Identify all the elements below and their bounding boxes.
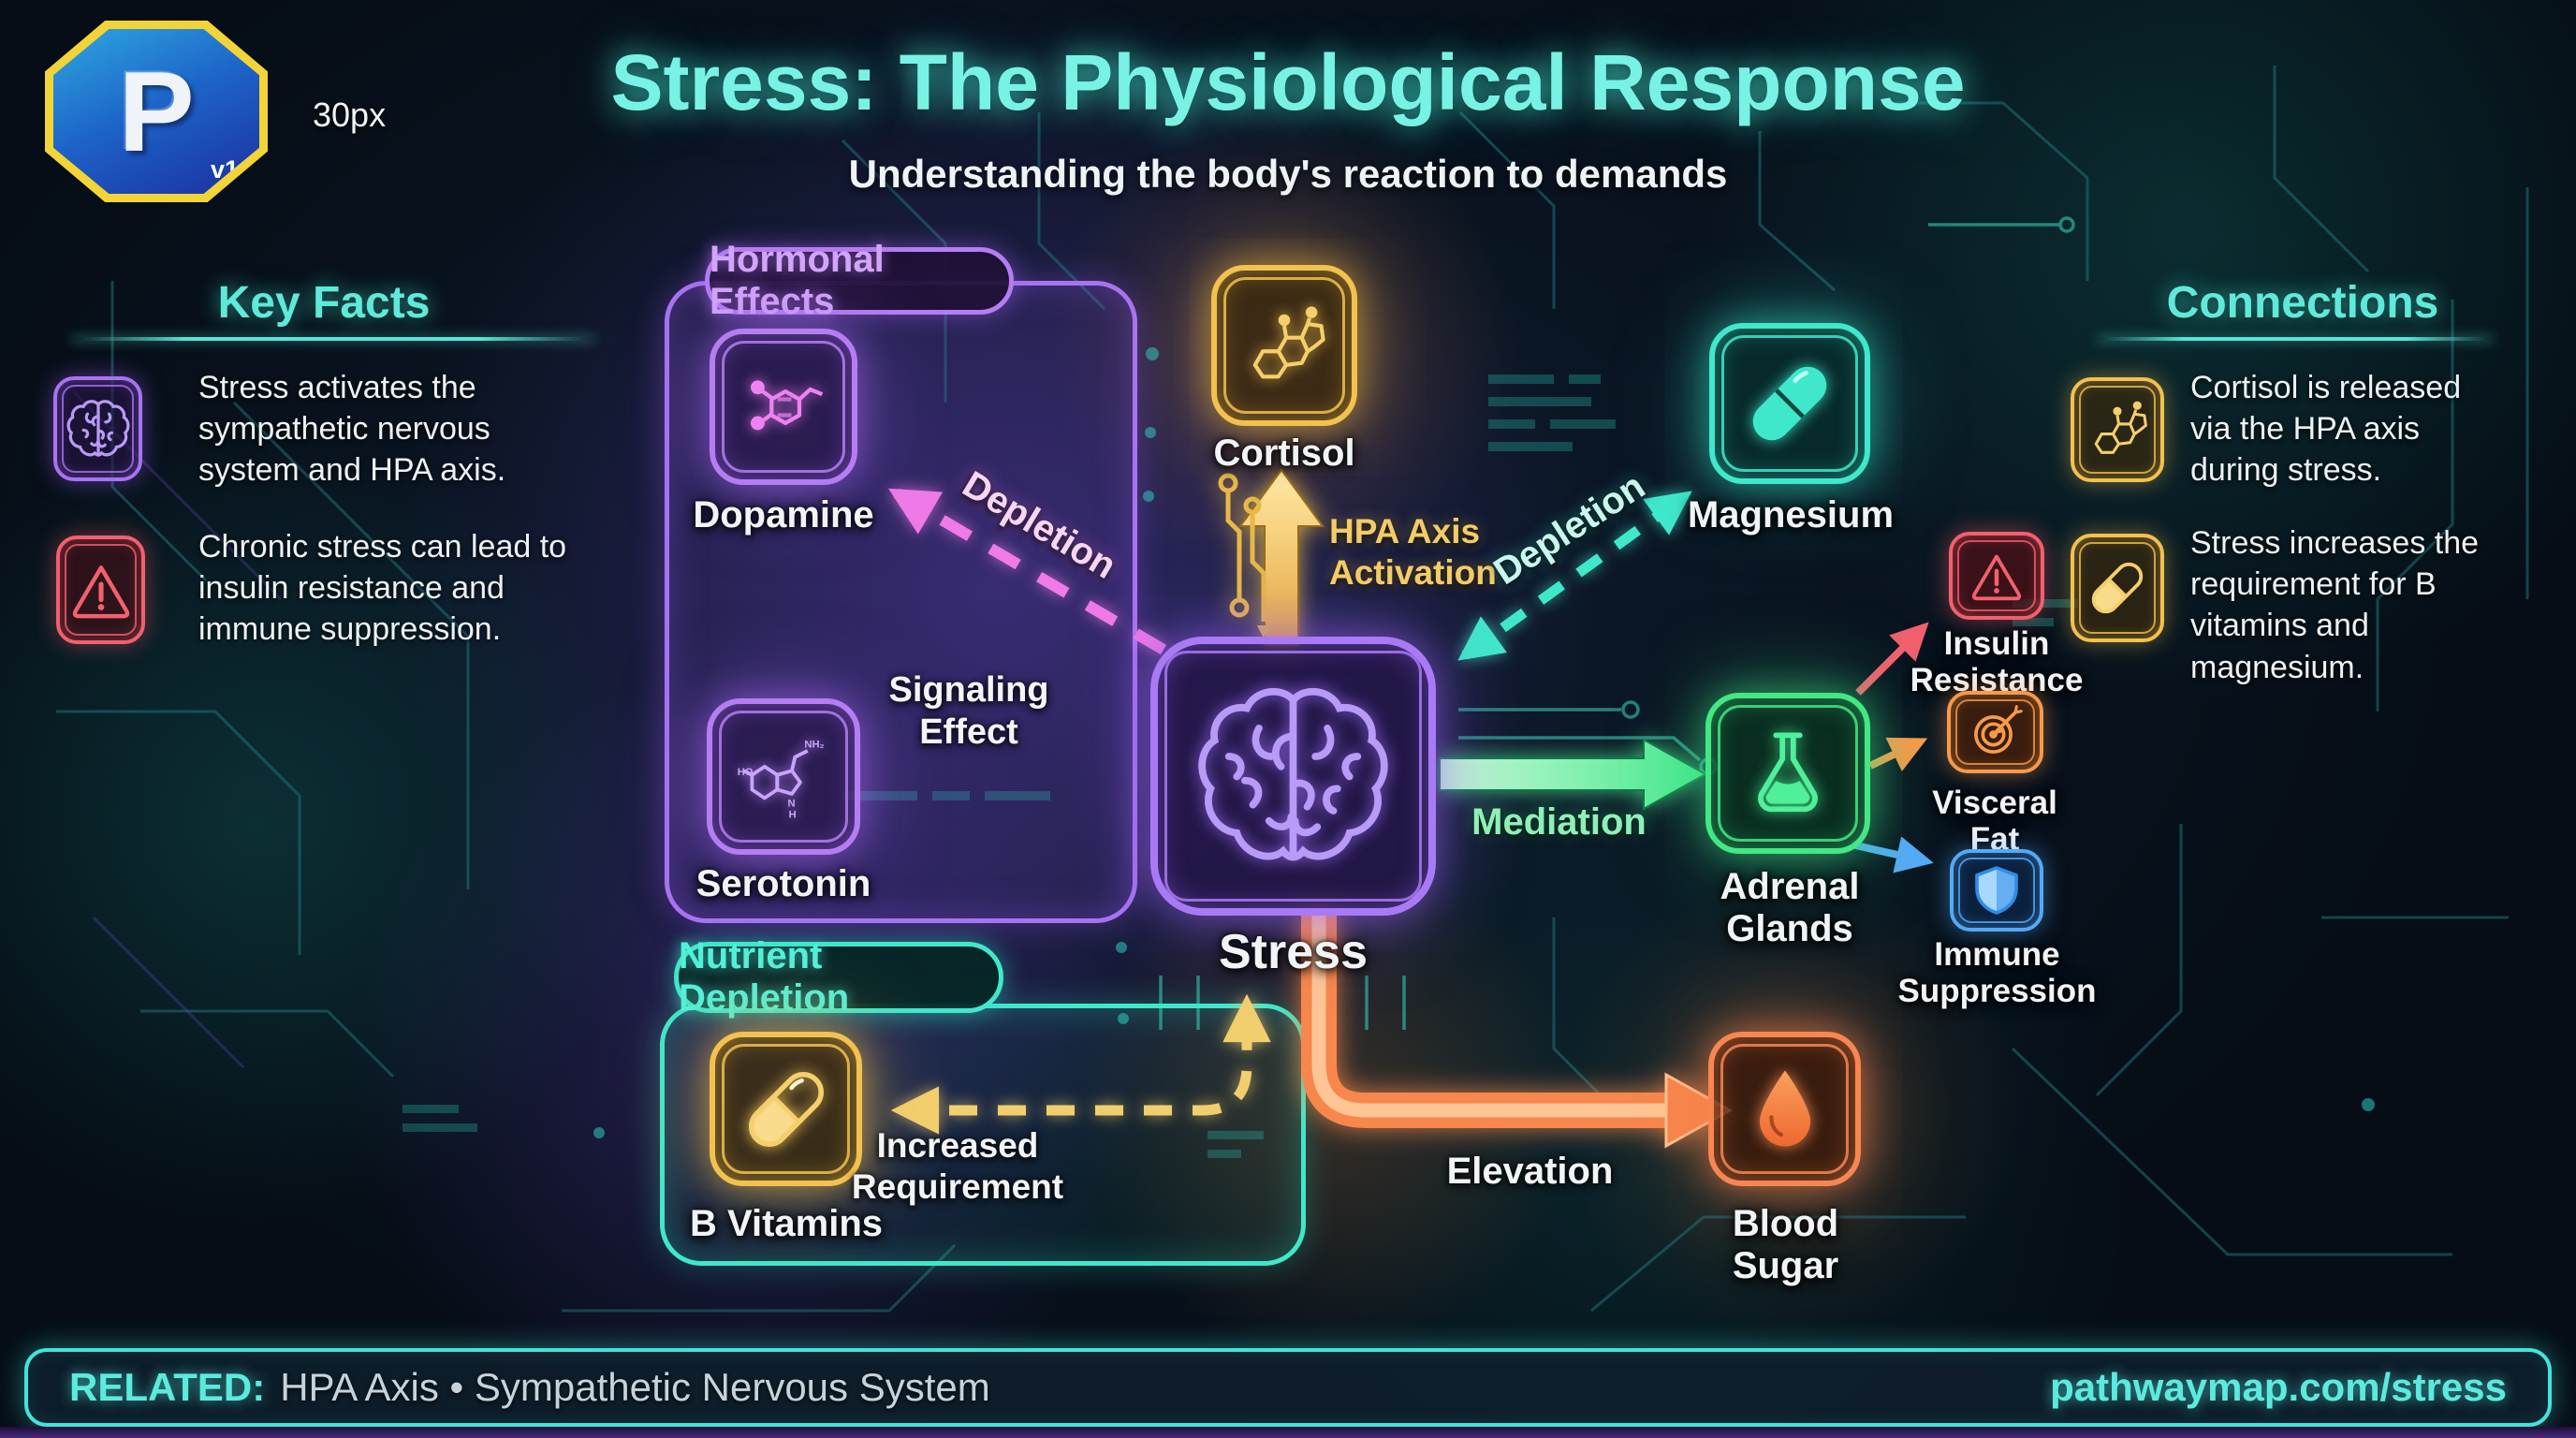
hormonal-effects-label: Hormonal Effects [705,239,1014,322]
warning-icon [1971,554,2022,601]
brand-logo: P v1 [45,21,268,202]
node-adrenal [1705,693,1870,854]
mol-label-n: N [787,798,795,809]
mol-label-ho: HO [738,766,754,777]
gold-circuit-decoration [1218,473,1270,638]
edge-label-signaling: Signaling Effect [888,670,1049,752]
node-blood-sugar [1708,1032,1861,1186]
capsule-icon [1752,366,1827,441]
logo-badge: P v1 [53,29,259,194]
node-insulin-label: Insulin Resistance [1910,625,2084,699]
molecule-icon [1252,306,1325,379]
node-serotonin-label: Serotonin [695,863,871,904]
node-visceral-label: Visceral Fat [1932,785,2057,858]
warning-icon [56,536,145,644]
key-fact-text: Chronic stress can lead to insulin resis… [198,529,567,648]
molecule-icon [2071,377,2164,482]
connections-heading: Connections [2166,278,2439,328]
edge-adrenal-visceral [1868,737,1928,771]
node-cortisol [1211,265,1357,426]
shield-icon [1975,866,2018,915]
edge-elevation [1301,910,1734,1149]
node-dopamine [710,329,857,485]
bottom-accent-strip [0,1427,2576,1438]
node-visceral [1947,691,2043,773]
group-label-text: Nutrient Depletion [679,935,850,1019]
footer-related-items: HPA Axis • Sympathetic Nervous System [280,1365,990,1409]
node-immune-label: Immune Suppression [1897,936,2097,1010]
node-magnesium-label: Magnesium [1687,494,1895,536]
group-label-text: Hormonal Effects [710,239,885,322]
logo-letter: P [118,48,195,175]
edge-label-increased-requirement: Increased Requirement [851,1126,1064,1206]
brain-icon [1198,687,1388,860]
node-insulin [1949,532,2044,620]
node-magnesium [1709,323,1870,484]
connection-text: Stress increases the requirement for B v… [2190,525,2480,685]
connections-rule [2097,337,2494,341]
edge-hpa-activation [1238,468,1325,647]
key-facts-heading: Key Facts [217,278,431,328]
droplet-icon [1759,1069,1810,1147]
pill-icon [748,1071,824,1147]
connection-text: Cortisol is released via the HPA axis du… [2190,370,2462,489]
node-cortisol-label: Cortisol [1213,433,1355,474]
node-stress-label: Stress [1219,925,1368,979]
node-blood-sugar-label: Blood Sugar [1732,1203,1839,1286]
page-subtitle: Understanding the body's reaction to dem… [848,152,1728,196]
footer-bar: RELATED: HPA Axis • Sympathetic Nervous … [24,1348,2552,1427]
molecule-icon: HO NH₂ N H [738,739,825,820]
edge-label-hpa: HPA Axis Activation [1329,512,1497,592]
mol-label-h: H [789,809,797,820]
flask-icon [1758,732,1818,813]
node-adrenal-label: Adrenal Glands [1720,866,1860,949]
measure-label: 30px [313,95,387,134]
page-title: Stress: The Physiological Response [610,38,1966,126]
target-icon [1973,705,2023,754]
edge-adrenal-insulin [1855,622,1929,696]
pill-icon [2071,534,2164,642]
node-b-vitamins-label: B Vitamins [690,1203,883,1244]
mol-label-nh2: NH₂ [804,739,824,750]
molecule-icon [751,379,824,430]
edge-adrenal-immune [1851,836,1934,873]
footer-url: pathwaymap.com/stress [2050,1365,2507,1409]
node-immune [1950,849,2043,932]
node-serotonin: HO NH₂ N H [707,698,860,855]
edge-mediation [1439,738,1708,811]
key-fact-text: Stress activates the sympathetic nervous… [198,370,506,489]
edge-label-mediation: Mediation [1471,801,1647,843]
key-facts-rule [71,337,595,341]
footer-related-label: RELATED: [69,1365,266,1409]
edge-label-elevation: Elevation [1446,1151,1614,1192]
node-stress [1150,637,1436,916]
edge-increased-requirement [890,993,1271,1135]
brain-icon [53,376,142,481]
node-dopamine-label: Dopamine [693,494,874,536]
node-b-vitamins [710,1032,862,1186]
